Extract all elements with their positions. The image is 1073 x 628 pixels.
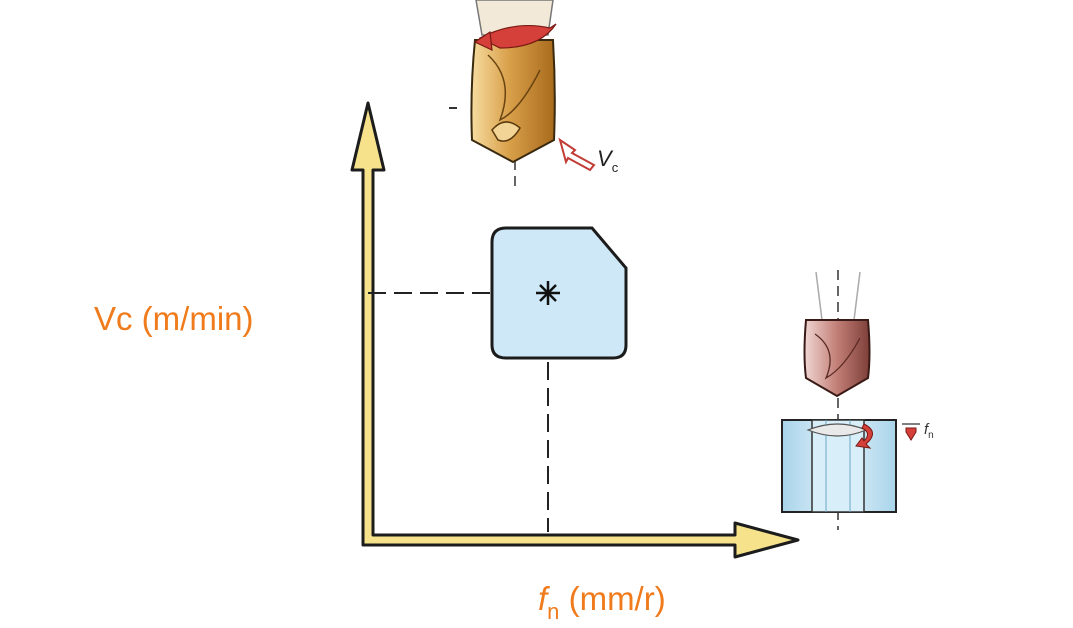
x-axis-subscript: n [547,599,560,624]
y-axis-arrow [350,101,800,559]
fn-symbol: f [924,421,929,438]
fn-subscript: n [928,430,934,441]
x-axis-label: fn (mm/r) [538,580,666,624]
vc-subscript: c [611,160,619,175]
vc-symbol: V [597,146,612,171]
insert-center-mark [536,281,560,305]
rotating-drill-icon [449,0,596,192]
x-axis-unit: (mm/r) [559,580,666,617]
y-axis-label-text: Vc (m/min) [94,300,254,337]
y-axis-label: Vc (m/min) [94,300,254,338]
fn-annotation: fn [924,421,934,441]
drilling-feed-icon [781,270,920,530]
cutting-insert-icon [490,226,628,360]
x-axis-symbol: f [538,580,548,617]
axes [350,101,800,559]
vc-annotation: Vc [597,146,619,175]
